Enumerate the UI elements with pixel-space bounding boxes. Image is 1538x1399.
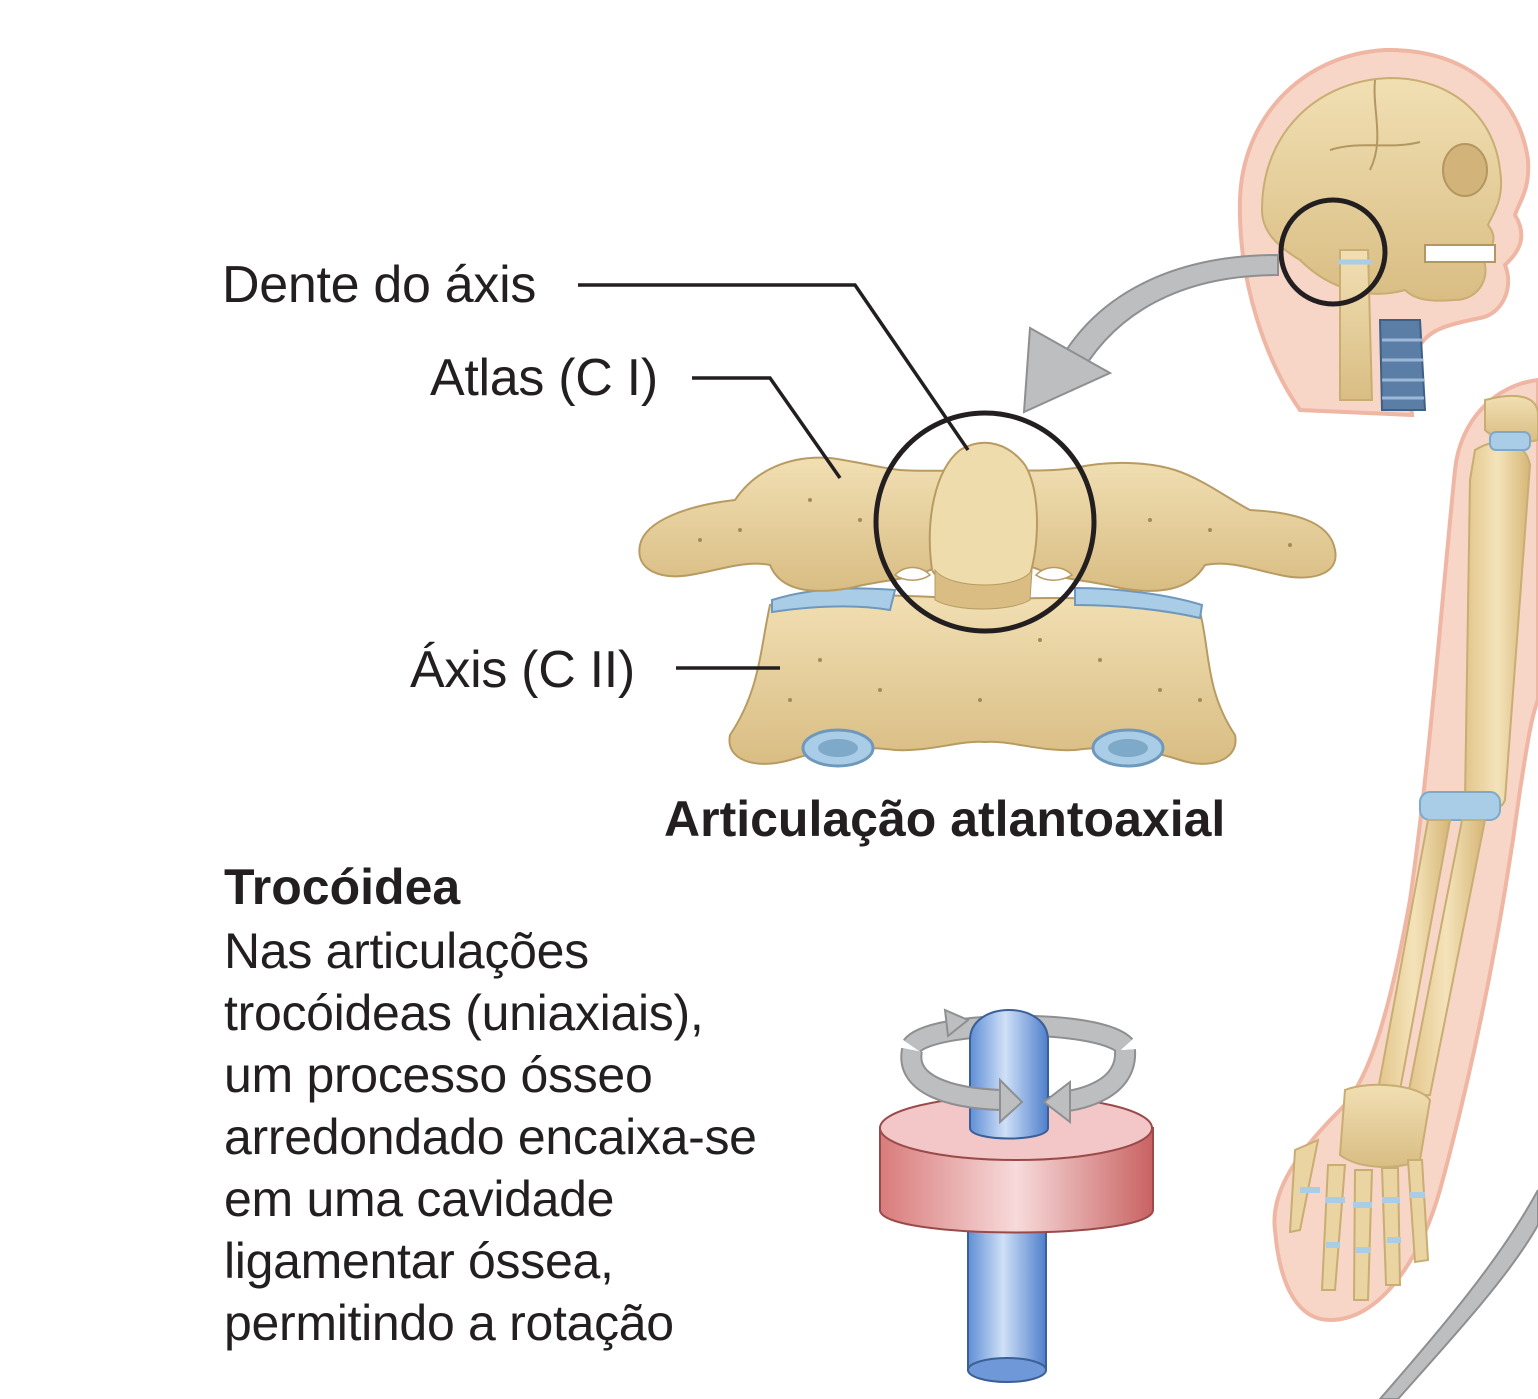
- ulna: [1406, 819, 1487, 1096]
- label-atlas: Atlas (C I): [430, 349, 658, 407]
- rotation-arrowhead-right: [999, 1077, 1024, 1125]
- hand: [1288, 1083, 1432, 1301]
- joint-cartilage-right: [1074, 586, 1204, 620]
- joint-highlight-circle: [873, 410, 1097, 634]
- leader-atlas: [692, 376, 842, 480]
- teeth: [1424, 244, 1496, 263]
- atlantoaxial-vertebrae: [638, 410, 1337, 768]
- description-line: em uma cavidade: [224, 1171, 615, 1227]
- pivot-joint-model: [879, 1008, 1154, 1383]
- description-line: Nas articulações: [224, 923, 589, 979]
- label-axis: Áxis (C II): [410, 641, 635, 699]
- pin-upper: [969, 1009, 1049, 1140]
- description-line: um processo ósseo: [224, 1047, 653, 1103]
- diagram-caption: Articulação atlantoaxial: [664, 791, 1226, 847]
- arrow-fragment: [1378, 1189, 1538, 1399]
- leader-dente: [578, 283, 970, 451]
- description-line: trocóideas (uniaxiais),: [224, 985, 704, 1041]
- leader-lines: [578, 283, 970, 670]
- neck-highlight-circle: [1278, 197, 1388, 307]
- rotation-arrowhead-left: [1042, 1079, 1071, 1125]
- description-line: permitindo a rotação: [224, 1295, 674, 1351]
- label-dente-do-axis: Dente do áxis: [222, 256, 537, 314]
- trachea: [1378, 319, 1427, 411]
- dens: [928, 441, 1038, 590]
- eye-socket: [1442, 143, 1488, 197]
- elbow-cartilage: [1419, 791, 1501, 821]
- zoom-arrow: [1022, 253, 1279, 414]
- cervical-spine: [1339, 249, 1374, 401]
- arrow-head: [1022, 326, 1113, 414]
- description-title: Trocóidea: [224, 859, 461, 915]
- body-figure: [1237, 47, 1538, 1399]
- description-line: arredondado encaixa-se: [224, 1109, 757, 1165]
- description-line: ligamentar óssea,: [224, 1233, 614, 1289]
